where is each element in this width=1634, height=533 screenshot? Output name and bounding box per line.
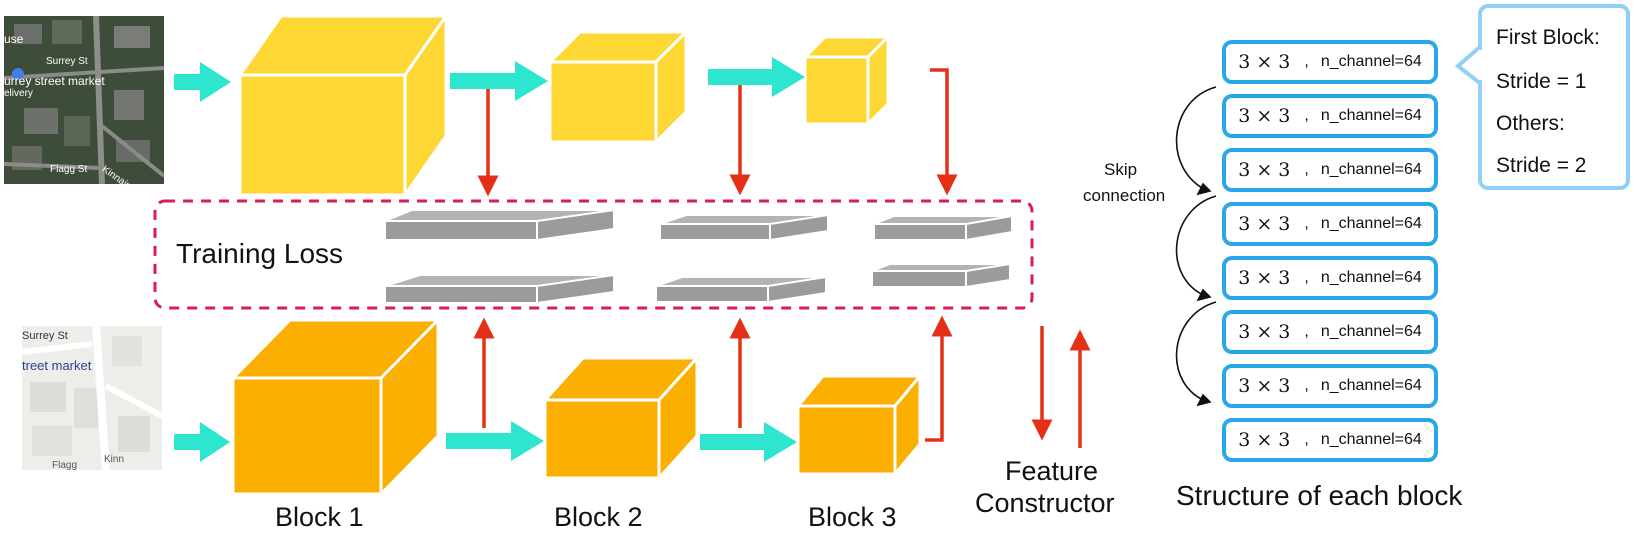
- kernel-size: 3 × 3: [1238, 105, 1291, 127]
- channel-count: n_channel=64: [1320, 269, 1422, 286]
- cyan-arrow-top-input: [174, 62, 231, 102]
- top-cube-block-3: [801, 33, 892, 128]
- conv-layer-box: 3 × 3, n_channel=64: [1222, 148, 1438, 192]
- satellite-map-label: elivery: [4, 88, 33, 99]
- cyan-arrow-bottom-2-3: [700, 422, 797, 462]
- feature-slabs: [384, 208, 1013, 305]
- block-2-label: Block 2: [554, 502, 643, 532]
- feature-slab-bottom-1: [384, 273, 615, 305]
- channel-count: n_channel=64: [1320, 161, 1422, 178]
- kernel-size: 3 × 3: [1238, 159, 1291, 181]
- cyan-arrow-bottom-input: [174, 422, 230, 462]
- conv-layer-box: 3 × 3, n_channel=64: [1222, 310, 1438, 354]
- feature-slab-top-2: [659, 213, 829, 242]
- conv-layer-box: 3 × 3, n_channel=64: [1222, 418, 1438, 462]
- conv-layer-box: 3 × 3, n_channel=64: [1222, 94, 1438, 138]
- kernel-size: 3 × 3: [1238, 213, 1291, 235]
- channel-count: n_channel=64: [1320, 53, 1422, 70]
- structure-title: Structure of each block: [1176, 480, 1463, 511]
- training-loss-box: [153, 199, 1034, 310]
- channel-count: n_channel=64: [1320, 431, 1422, 448]
- layer-separator: ,: [1304, 215, 1309, 232]
- skip-connection-curves: [1175, 86, 1217, 407]
- layer-separator: ,: [1304, 323, 1309, 340]
- block-3-label: Block 3: [808, 502, 897, 532]
- conv-layer-box: 3 × 3, n_channel=64: [1222, 202, 1438, 246]
- red-arrow-down-block-3: [930, 68, 958, 196]
- skip-connection-label-line1: Skip: [1104, 160, 1138, 179]
- street-map-label: Kinn: [104, 454, 125, 465]
- satellite-map-label: use: [4, 32, 24, 46]
- kernel-size: 3 × 3: [1238, 267, 1291, 289]
- callout-line: Stride = 2: [1496, 154, 1587, 177]
- satellite-texture: [4, 16, 164, 184]
- bottom-cube-block-2: [541, 354, 701, 482]
- feature-slab-bottom-2: [655, 275, 827, 304]
- street-map-label: treet market: [22, 358, 92, 373]
- kernel-size: 3 × 3: [1238, 429, 1291, 451]
- channel-count: n_channel=64: [1320, 323, 1422, 340]
- bottom-cube-block-1: [229, 316, 442, 498]
- training-loss-label: Training Loss: [176, 238, 344, 269]
- layer-separator: ,: [1304, 431, 1309, 448]
- layer-separator: ,: [1304, 269, 1309, 286]
- feature-constructor-label-line2: Constructor: [975, 488, 1115, 518]
- layer-separator: ,: [1304, 107, 1309, 124]
- cyan-arrow-top-2-3: [708, 57, 805, 97]
- kernel-size: 3 × 3: [1238, 375, 1291, 397]
- callout-line: Others:: [1496, 112, 1565, 135]
- channel-count: n_channel=64: [1320, 107, 1422, 124]
- feature-constructor-label-line1: Feature: [1005, 456, 1099, 486]
- callout-pointer-joint: [1478, 50, 1484, 80]
- red-arrow-up-block-3: [925, 315, 953, 442]
- feature-slab-top-3: [873, 214, 1013, 242]
- cyan-arrow-bottom-1-2: [446, 421, 544, 461]
- conv-layer-box: 3 × 3, n_channel=64: [1222, 40, 1438, 84]
- satellite-map-label: Flagg St: [50, 164, 88, 175]
- top-cube-block-1: [237, 11, 449, 200]
- conv-layer-box: 3 × 3, n_channel=64: [1222, 256, 1438, 300]
- top-cube-block-2: [546, 28, 690, 146]
- channel-count: n_channel=64: [1320, 215, 1422, 232]
- callout-line: Stride = 1: [1496, 70, 1587, 93]
- street-map-texture: [22, 326, 162, 470]
- feature-slab-top-1: [384, 208, 615, 242]
- layer-separator: ,: [1304, 53, 1309, 70]
- cyan-arrow-top-1-2: [450, 61, 548, 101]
- block-1-label: Block 1: [275, 502, 364, 532]
- kernel-size: 3 × 3: [1238, 321, 1291, 343]
- channel-count: n_channel=64: [1320, 377, 1422, 394]
- stride-callout: First Block: Stride = 1 Others: Stride =…: [1478, 4, 1630, 190]
- satellite-map-label: urrey street market: [4, 74, 105, 88]
- kernel-size: 3 × 3: [1238, 51, 1291, 73]
- layer-separator: ,: [1304, 377, 1309, 394]
- street-map-label: Flagg: [52, 460, 78, 470]
- street-map-image: Surrey St treet market Kinn Flagg: [22, 326, 162, 470]
- red-feature-arrows: [473, 68, 1091, 448]
- satellite-map-image: use Surrey St urrey street market eliver…: [4, 16, 164, 184]
- conv-layer-box: 3 × 3, n_channel=64: [1222, 364, 1438, 408]
- street-map-label: Surrey St: [22, 330, 68, 342]
- cyan-flow-arrows: [174, 57, 805, 462]
- bottom-cube-block-3: [794, 371, 924, 479]
- feature-slab-bottom-3: [871, 262, 1011, 289]
- callout-line: First Block:: [1496, 26, 1600, 49]
- skip-connection-label-line2: connection: [1083, 186, 1166, 205]
- layer-separator: ,: [1304, 161, 1309, 178]
- satellite-map-label: Surrey St: [46, 56, 88, 67]
